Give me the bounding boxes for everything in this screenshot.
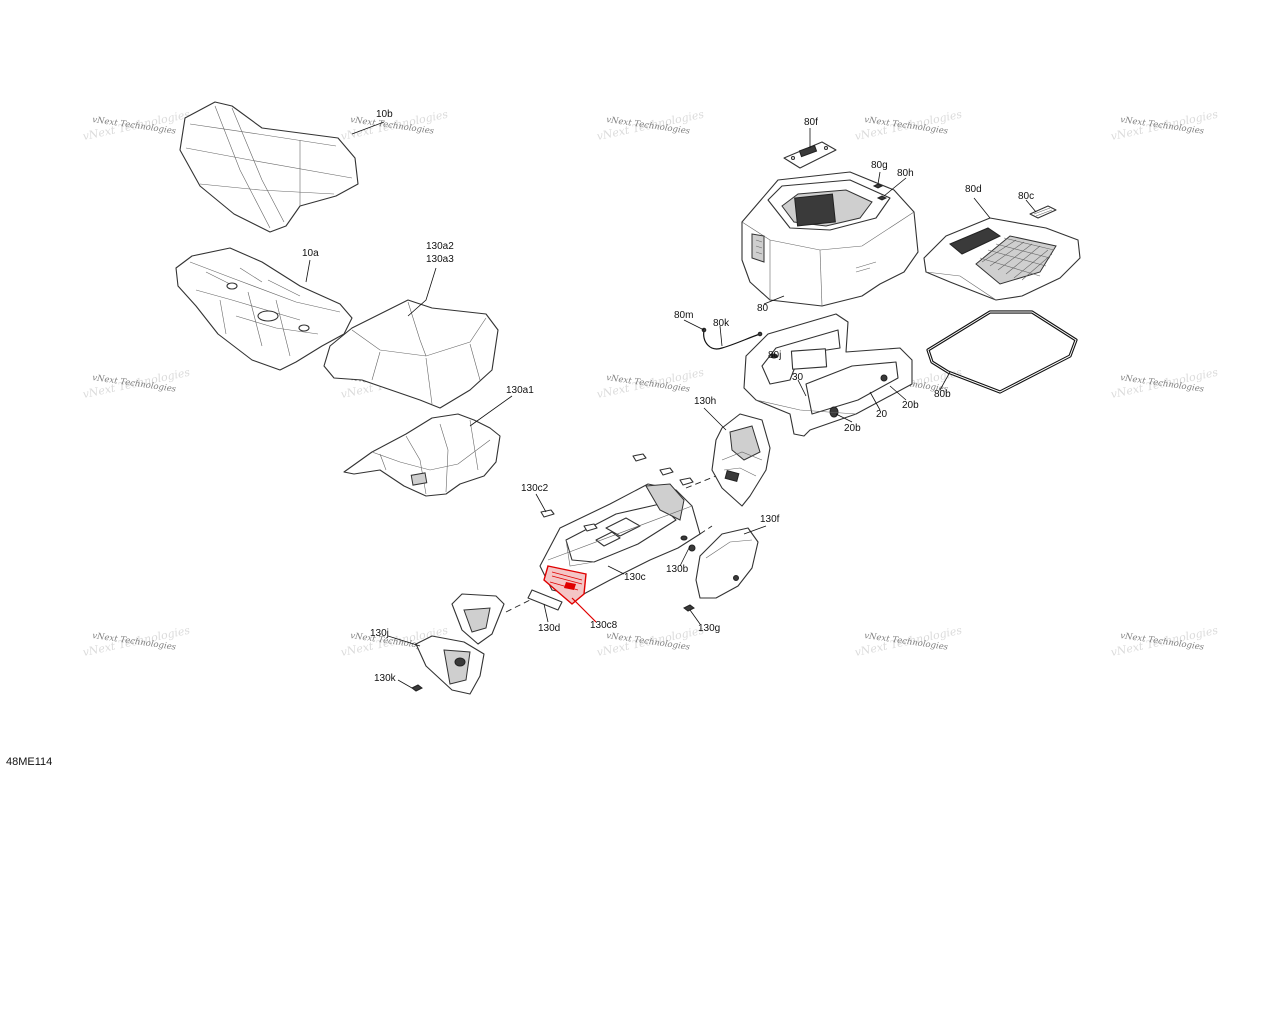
back-panel-130h <box>711 413 771 507</box>
callout-130a2: 130a2 <box>426 241 454 252</box>
seat-cover-part <box>179 101 359 233</box>
callout-130a1: 130a1 <box>506 385 534 396</box>
seat-base-part <box>175 247 353 371</box>
side-panel-130f <box>695 527 759 599</box>
seat-frame-130c <box>539 483 701 597</box>
callout-130a3: 130a3 <box>426 254 454 265</box>
seal-gasket-part <box>926 310 1078 394</box>
backrest-foam-part <box>323 299 499 409</box>
callout-80h: 80h <box>897 168 914 179</box>
front-corner-130j <box>415 593 505 695</box>
screw-80h <box>876 195 888 201</box>
storage-lid-part <box>923 217 1081 301</box>
callout-80c: 80c <box>1018 191 1034 202</box>
callout-30: 30 <box>792 372 804 383</box>
bracket-130c8-highlighted <box>543 565 587 605</box>
callout-130g: 130g <box>698 623 720 634</box>
callout-20b: 20b <box>902 400 919 411</box>
callout-10b: 10b <box>376 109 393 120</box>
cable-80m-80k <box>701 327 763 350</box>
callout-80d: 80d <box>965 184 982 195</box>
callout-130k: 130k <box>374 673 397 684</box>
callout-80g: 80g <box>871 160 888 171</box>
callout-130c2: 130c2 <box>521 483 549 494</box>
callout-80m: 80m <box>674 310 693 321</box>
callout-130j: 130j <box>370 628 389 639</box>
callout-130f: 130f <box>760 514 780 525</box>
storage-box-part <box>741 171 919 307</box>
callout-10a: 10a <box>302 248 319 259</box>
callout-80f: 80f <box>804 117 818 128</box>
callout-80: 80 <box>757 303 769 314</box>
screw-80g <box>872 183 884 189</box>
latch-plate-part <box>783 141 837 169</box>
assembly-lines <box>505 475 717 613</box>
callout-130c: 130c <box>624 572 646 583</box>
backrest-frame-part <box>343 413 501 497</box>
callout-130b: 130b <box>666 564 689 575</box>
plate-130d <box>527 589 563 611</box>
callout-80b: 80b <box>934 389 951 400</box>
clip-80c <box>1029 205 1057 219</box>
support-frame-part <box>743 313 913 437</box>
callout-20: 20 <box>876 409 888 420</box>
screw-130k <box>411 684 423 692</box>
figure-id: 48ME114 <box>6 756 52 768</box>
callout-130h: 130h <box>694 396 716 407</box>
screw-130g <box>683 604 695 612</box>
callout-labels: 10b 10a 130a2 130a3 130a1 80f 80g 80h 80… <box>302 109 1034 684</box>
callout-80k: 80k <box>713 318 730 329</box>
leader-lines <box>305 121 1037 689</box>
callout-80j: 80j <box>768 350 781 361</box>
callout-20b: 20b <box>844 423 861 434</box>
callout-130c8: 130c8 <box>590 620 618 631</box>
lid-grid-texture <box>975 235 1057 285</box>
callout-130d: 130d <box>538 623 560 634</box>
bolts-130c2 <box>540 453 694 532</box>
